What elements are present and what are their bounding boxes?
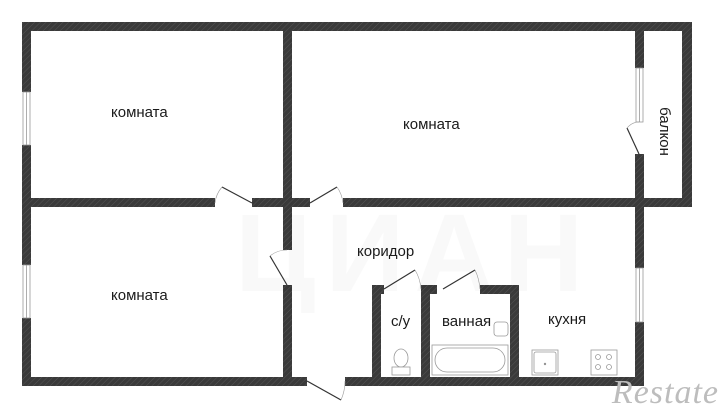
room-label-bathroom: ванная — [442, 313, 492, 330]
bathtub-icon — [431, 344, 509, 376]
windows — [22, 67, 644, 323]
walls — [22, 22, 692, 386]
room-label-top-right: комната — [403, 116, 460, 133]
sink-icon — [493, 321, 509, 337]
room-label-top-left: комната — [111, 104, 168, 121]
doors — [214, 121, 640, 401]
fixtures — [391, 321, 618, 376]
toilet-icon — [391, 348, 411, 376]
kitchen-sink-icon — [531, 349, 559, 376]
room-label-toilet: с/у — [391, 313, 411, 330]
room-label-corridor: коридор — [357, 243, 415, 260]
room-label-kitchen: кухня — [548, 311, 587, 328]
restate-watermark: Restate — [611, 374, 719, 411]
room-label-bottom-left: комната — [111, 287, 168, 304]
stove-icon — [590, 349, 618, 376]
room-label-balcony: балкон — [655, 107, 673, 156]
